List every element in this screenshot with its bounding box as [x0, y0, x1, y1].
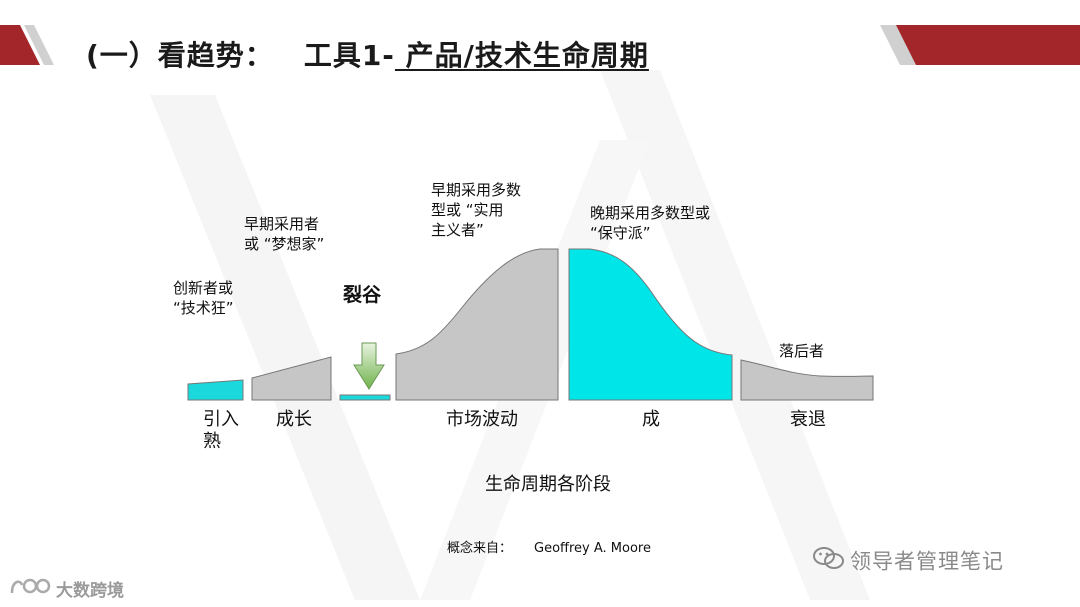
watermark-left: 大数跨境	[8, 575, 124, 602]
label-early-adopters: 早期采用者 或 “梦想家”	[244, 214, 324, 254]
segment-decline	[740, 359, 874, 401]
brand-logo-icon	[8, 575, 52, 602]
watermark-right: 领导者管理笔记	[812, 545, 1004, 576]
stage-maturity-text: 成	[642, 409, 660, 430]
label-early-majority: 早期采用多数 型或 “实用 主义者”	[431, 180, 521, 240]
wechat-icon	[812, 545, 846, 576]
label-early-adopters-text: 早期采用者 或 “梦想家”	[244, 215, 325, 253]
accent-stripe-right	[880, 25, 918, 65]
stage-introduction-text: 引入 熟	[203, 409, 239, 452]
stage-growth-text: 成长	[276, 409, 312, 430]
label-chasm: 裂谷	[343, 284, 381, 306]
stage-maturity: 成	[642, 409, 660, 431]
bg-chevron	[150, 95, 420, 600]
page-title: (一）看趋势： 工具1- 产品/技术生命周期	[86, 34, 649, 74]
stage-decline: 衰退	[790, 409, 826, 431]
segment-chasm	[339, 394, 391, 401]
segment-growth	[251, 356, 332, 401]
watermark-left-text: 大数跨境	[56, 581, 124, 601]
label-laggards-text: 落后者	[779, 342, 825, 360]
label-chasm-text: 裂谷	[343, 284, 382, 306]
axis-title: 生命周期各阶段	[485, 474, 611, 495]
title-topic: 产品/技术生命周期	[394, 39, 649, 72]
stage-introduction: 引入 熟	[203, 409, 239, 453]
stage-market-volatility: 市场波动	[446, 409, 518, 431]
title-prefix: (一）看趋势：	[86, 39, 274, 72]
stage-decline-text: 衰退	[790, 409, 826, 430]
label-innovators: 创新者或 “技术狂”	[173, 278, 234, 318]
segment-market-volatility	[395, 248, 559, 401]
label-laggards: 落后者	[779, 341, 824, 361]
segment-maturity	[568, 248, 733, 401]
stage-growth: 成长	[276, 409, 312, 431]
segment-introduction	[187, 379, 244, 401]
bg-chevron	[600, 70, 870, 600]
label-early-majority-text: 早期采用多数 型或 “实用 主义者”	[431, 181, 522, 239]
accent-band-left	[0, 25, 40, 65]
credit-label: 概念来自：	[447, 541, 513, 556]
chasm-arrow-icon	[353, 342, 385, 390]
watermark-right-text: 领导者管理笔记	[850, 549, 1004, 574]
label-late-majority-text: 晚期采用多数型或 “保守派”	[590, 204, 711, 242]
credit-author: Geoffrey A. Moore	[534, 541, 651, 556]
accent-stripe-left	[24, 25, 54, 65]
label-late-majority: 晚期采用多数型或 “保守派”	[590, 203, 710, 243]
title-tool: 工具1-	[303, 39, 395, 72]
accent-band-right	[896, 25, 1080, 65]
label-innovators-text: 创新者或 “技术狂”	[173, 279, 234, 317]
stage-market-volatility-text: 市场波动	[446, 409, 518, 430]
credit-line: 概念来自： Geoffrey A. Moore	[447, 537, 651, 556]
